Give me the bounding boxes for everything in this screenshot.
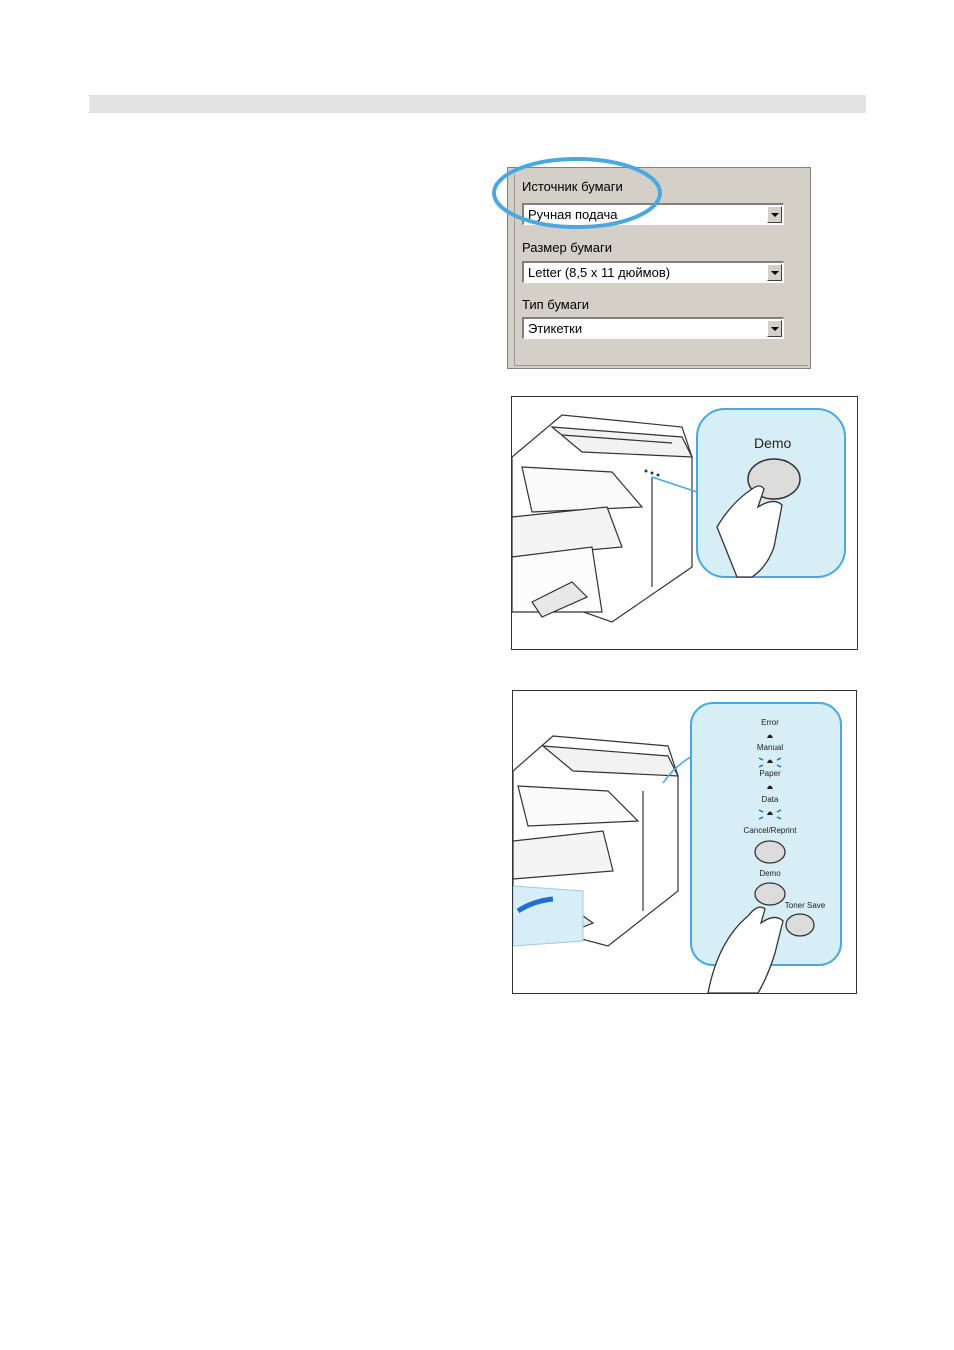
demo-label: Demo xyxy=(754,435,791,451)
paper-type-select[interactable]: Этикетки xyxy=(522,317,784,339)
paper-type-value: Этикетки xyxy=(528,321,582,336)
cancel-reprint-button-graphic xyxy=(755,841,785,863)
chevron-down-icon[interactable] xyxy=(767,320,782,337)
printer-illustration xyxy=(512,397,857,649)
figure-control-panel: Error Manual Paper Data Cancel/Reprint D… xyxy=(512,690,857,994)
printer-panel-illustration xyxy=(513,691,856,993)
paper-led-label: Paper xyxy=(759,769,780,778)
manual-led-label: Manual xyxy=(757,743,783,752)
paper-size-value: Letter (8,5 x 11 дюймов) xyxy=(528,265,670,280)
toner-save-button-graphic xyxy=(786,914,814,936)
toner-save-label: Toner Save xyxy=(785,901,825,910)
figure-demo-button: Demo xyxy=(511,396,858,650)
header-bar xyxy=(89,95,866,113)
paper-type-label: Тип бумаги xyxy=(522,297,589,312)
demo-label: Demo xyxy=(759,869,780,878)
highlight-ring xyxy=(491,156,663,230)
chevron-down-icon[interactable] xyxy=(767,206,782,223)
demo-button-graphic xyxy=(755,883,785,905)
error-led-label: Error xyxy=(761,718,779,727)
cancel-reprint-label: Cancel/Reprint xyxy=(744,826,797,835)
data-led-label: Data xyxy=(762,795,779,804)
paper-size-select[interactable]: Letter (8,5 x 11 дюймов) xyxy=(522,261,784,283)
chevron-down-icon[interactable] xyxy=(767,264,782,281)
paper-size-label: Размер бумаги xyxy=(522,240,612,255)
